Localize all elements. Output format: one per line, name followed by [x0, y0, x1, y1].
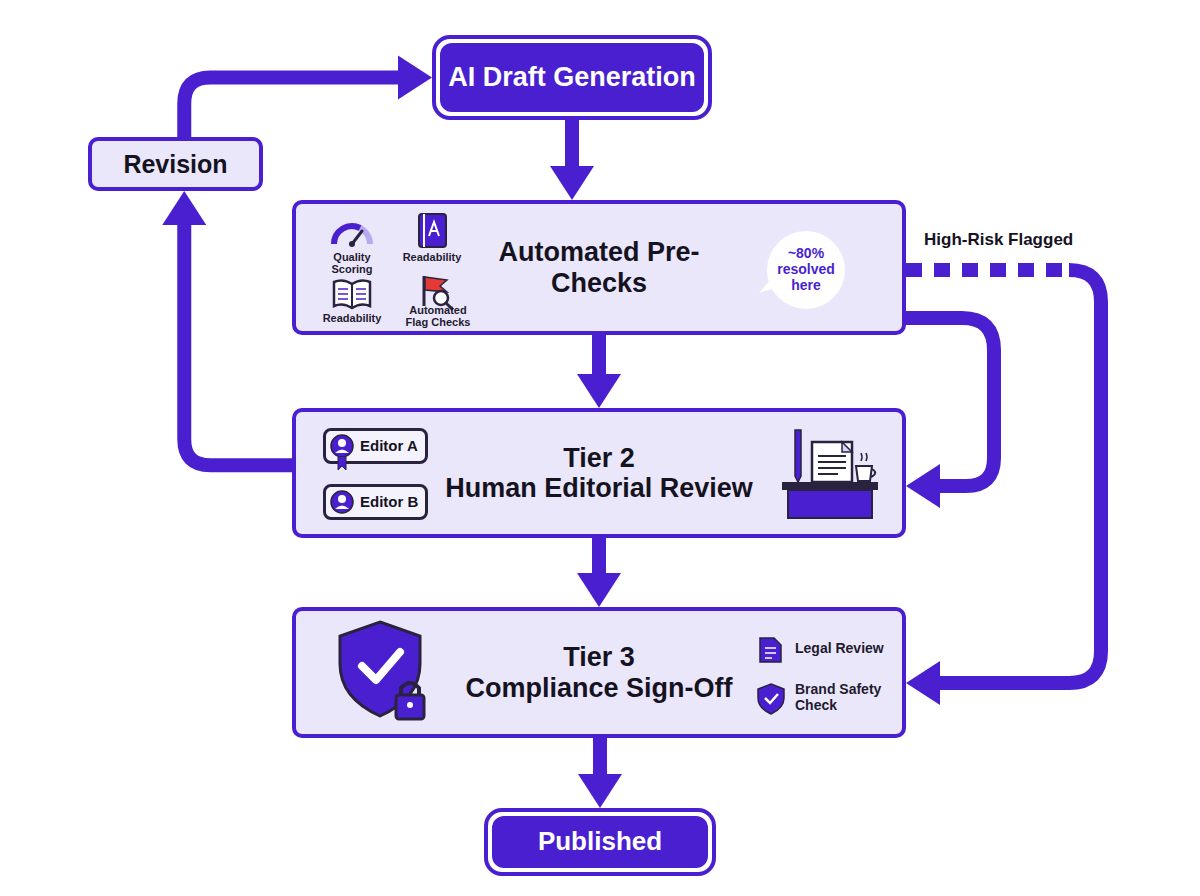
node-heading: Tier 2	[563, 443, 635, 473]
flow-arrow	[578, 738, 622, 808]
node-heading: Tier 3	[563, 642, 635, 672]
node-text: Published	[538, 827, 662, 856]
icon-caption: Readability	[394, 251, 470, 263]
arrow-head	[577, 374, 621, 408]
arrow-head	[577, 573, 621, 607]
connector-line	[565, 120, 579, 168]
flow-arrow	[906, 318, 994, 508]
process-box: Automated Pre-Checks ~80% resolved here	[292, 200, 906, 335]
arrow-head	[162, 191, 206, 225]
connector-line	[593, 738, 607, 776]
editor-chip: Editor B	[323, 484, 428, 520]
connector-line	[184, 78, 400, 138]
node-text: Revision	[123, 150, 227, 178]
icon-caption: Brand Safety Check	[795, 682, 893, 713]
connector-line	[592, 538, 606, 575]
process-box: Tier 2Human Editorial Review Editor A Edit…	[292, 408, 906, 538]
node-text: Compliance Sign-Off	[465, 673, 732, 703]
flow-arrow	[577, 335, 621, 408]
icon-caption: Automated Flag Checks	[397, 304, 479, 329]
node-text: Editor A	[360, 438, 418, 455]
dashed-segment	[906, 263, 1069, 277]
arrow-head	[578, 774, 622, 808]
editor-chip: Editor A	[323, 428, 428, 464]
connector-line	[184, 223, 292, 465]
bubble-tail-shape	[759, 277, 779, 293]
icon-caption: Readability	[314, 312, 390, 324]
connector-line	[906, 318, 994, 486]
node-text: ~80% resolved here	[773, 246, 839, 293]
connector-line	[938, 270, 1101, 683]
node-text: Human Editorial Review	[445, 473, 753, 503]
icon-caption: Legal Review	[795, 641, 895, 657]
flow-arrow	[577, 538, 621, 607]
stat-bubble: ~80% resolved here	[767, 231, 845, 309]
edge-label: High-Risk Flagged	[924, 230, 1073, 249]
icon-caption: Quality Scoring	[317, 251, 387, 276]
flow-arrow	[184, 56, 432, 138]
node-text: Automated Pre-Checks	[494, 237, 704, 297]
arrow-head	[398, 56, 432, 100]
node-text: Editor B	[360, 494, 418, 511]
arrow-head	[906, 661, 940, 705]
arrow-head	[906, 464, 940, 508]
node-text: AI Draft Generation	[448, 62, 696, 92]
connector-line	[592, 335, 606, 376]
revision-box: Revision	[88, 137, 263, 191]
terminal-fill: Published	[492, 816, 708, 868]
arrow-head	[550, 166, 594, 200]
flow-arrow	[550, 120, 594, 200]
bubble-tail	[759, 277, 779, 297]
process-box: Tier 3Compliance Sign-Off	[292, 607, 906, 738]
start-terminal: AI Draft Generation	[432, 35, 712, 120]
flow-arrow	[906, 270, 1101, 705]
terminal-fill: AI Draft Generation	[440, 43, 704, 112]
flow-arrow	[162, 191, 292, 465]
end-terminal: Published	[484, 808, 716, 876]
